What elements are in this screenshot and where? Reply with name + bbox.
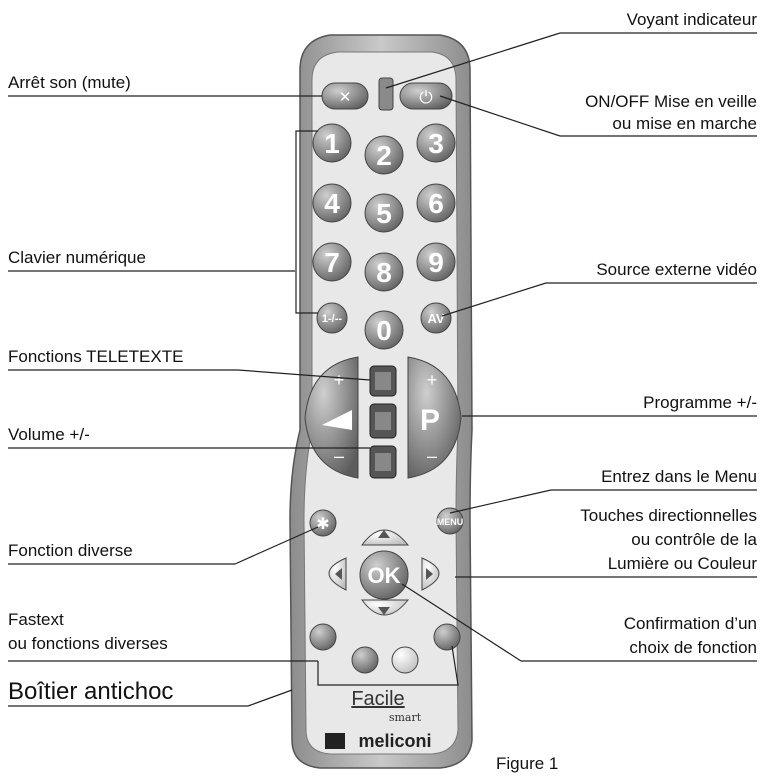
label-source: Source externe vidéo (596, 260, 757, 279)
label-diverse: Fonction diverse (8, 541, 133, 560)
digit-8: 8 (376, 257, 392, 288)
model-sub: smart (389, 711, 422, 724)
label-voyant: Voyant indicateur (626, 10, 757, 29)
figure-caption: Figure 1 (496, 754, 559, 773)
programme-minus: – (427, 446, 437, 466)
digit-6: 6 (428, 188, 444, 219)
indicator-light (378, 77, 394, 111)
brand-logo-icon (325, 733, 345, 749)
label-menu: Entrez dans le Menu (601, 467, 757, 486)
digit-2: 2 (376, 140, 392, 171)
digit-7: 7 (324, 247, 340, 278)
label-programme: Programme +/- (643, 393, 757, 412)
power-key[interactable] (399, 82, 453, 110)
label-confirm-2: choix de fonction (629, 638, 757, 657)
brand-name: meliconi (358, 731, 431, 751)
label-touches-1: Touches directionnelles (580, 506, 757, 525)
label-confirm-1: Confirmation d’un (623, 614, 757, 633)
menu-key-label: MENU (437, 517, 464, 527)
power-icon: ⏻ (419, 88, 433, 107)
label-touches-2: ou contrôle de la (631, 530, 757, 549)
label-mute: Arrêt son (mute) (8, 73, 131, 92)
numeric-keypad[interactable] (312, 123, 456, 350)
label-clavier: Clavier numérique (8, 248, 146, 267)
digit-1-dash: 1-/-- (322, 313, 343, 325)
label-onoff-1: ON/OFF Mise en veille (585, 92, 757, 111)
misc-icon: ✱ (316, 516, 329, 533)
label-teletexte: Fonctions TELETEXTE (8, 347, 184, 366)
digit-0: 0 (376, 315, 392, 346)
label-boitier: Boîtier antichoc (8, 678, 174, 705)
label-volume: Volume +/- (8, 425, 90, 444)
fastext-key-2[interactable] (351, 646, 379, 674)
label-onoff-2: ou mise en marche (612, 114, 757, 133)
label-fastext-2: ou fonctions diverses (8, 634, 168, 653)
fastext-key-1[interactable] (309, 623, 337, 651)
mute-icon: ✕ (339, 89, 352, 106)
ok-key-label: OK (368, 563, 401, 588)
menu-key[interactable] (436, 507, 464, 535)
fastext-key-4[interactable] (433, 623, 461, 651)
digit-9: 9 (428, 247, 444, 278)
digit-3: 3 (428, 128, 444, 159)
digit-5: 5 (376, 198, 392, 229)
digit-1: 1 (324, 128, 340, 159)
model-name: Facile (351, 688, 404, 710)
misc-function-key[interactable] (309, 509, 337, 537)
programme-rocker[interactable] (407, 356, 462, 479)
programme-letter: P (420, 404, 440, 437)
digit-4: 4 (324, 188, 340, 219)
volume-plus: + (334, 370, 345, 390)
volume-minus: – (334, 446, 344, 466)
av-key-label: AV (427, 311, 444, 326)
volume-icon (322, 410, 352, 430)
programme-plus: + (427, 370, 438, 390)
label-touches-3: Lumière ou Couleur (607, 554, 757, 573)
fastext-key-3[interactable] (391, 646, 419, 674)
ok-key[interactable] (359, 550, 409, 600)
label-fastext-1: Fastext (8, 610, 64, 629)
